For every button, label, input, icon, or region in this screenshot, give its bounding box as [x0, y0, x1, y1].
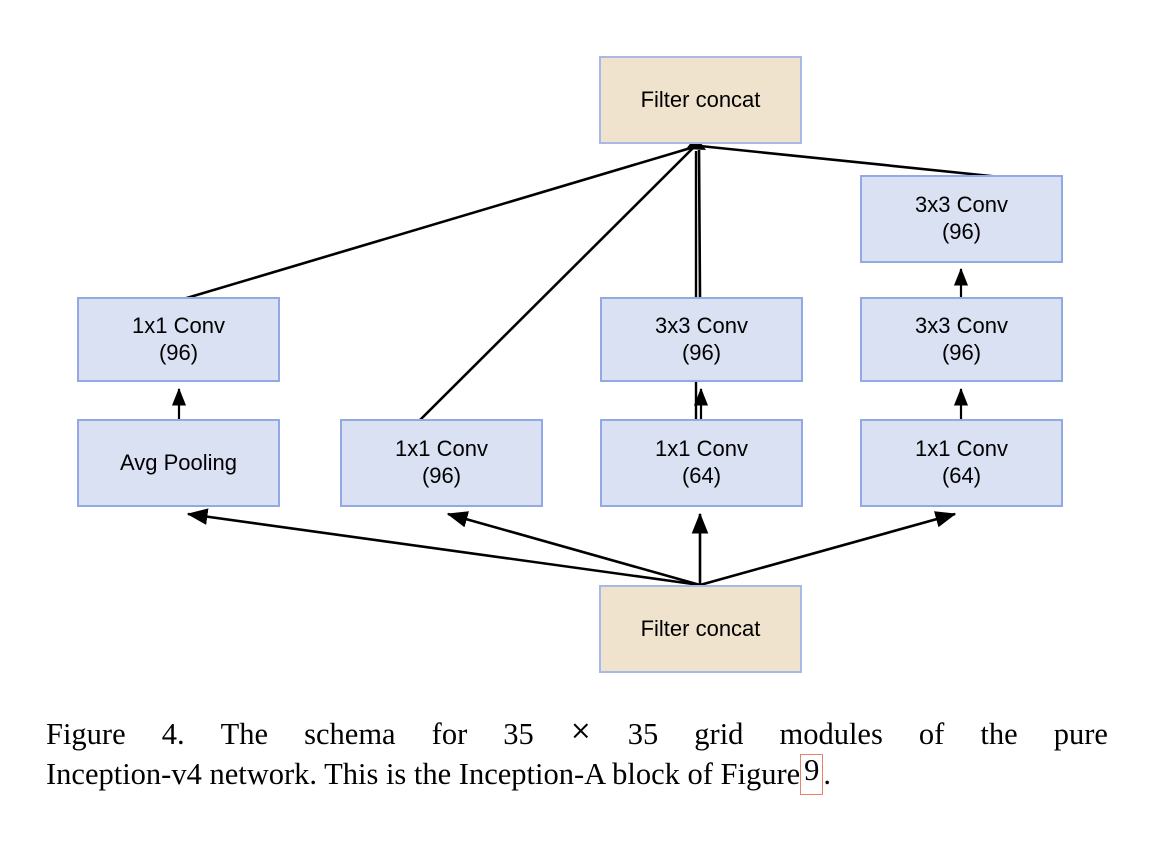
node-col4-1x1-conv-64[interactable]: 1x1 Conv (64) — [860, 419, 1063, 507]
node-left-1x1-conv-96[interactable]: 1x1 Conv (96) — [77, 297, 280, 382]
edge-group-top-fanin — [179, 136, 1011, 421]
edge-bottomconcat-to-avgpooling — [186, 508, 701, 587]
edge-bottomconcat-to-col4-1x1conv64 — [699, 511, 957, 587]
edge-col2-1x1conv96-diag-to-topconcat — [419, 147, 694, 421]
caption-word: modules — [779, 717, 883, 751]
node-label-op: 1x1 Conv — [395, 436, 488, 462]
caption-word: of — [918, 717, 945, 751]
caption-word: Figure — [46, 717, 126, 751]
node-label-op: 1x1 Conv — [655, 436, 748, 462]
node-label-channels: (64) — [681, 463, 722, 488]
node-avg-pooling[interactable]: Avg Pooling — [77, 419, 280, 507]
node-col3-1x1-conv-64[interactable]: 1x1 Conv (64) — [600, 419, 803, 507]
edge-right-3x3conv96-top-to-topconcat — [699, 144, 1011, 180]
node-label-op: 3x3 Conv — [915, 192, 1008, 218]
diagram-connections — [171, 136, 1011, 587]
node-col2-1x1-conv-96[interactable]: 1x1 Conv (96) — [340, 419, 543, 507]
node-label: Avg Pooling — [119, 449, 237, 475]
caption-word: The — [220, 717, 269, 751]
caption-word: 35 — [627, 717, 659, 751]
node-mid-3x3-conv-96[interactable]: 3x3 Conv (96) — [600, 297, 803, 382]
node-label: Filter concat — [640, 86, 761, 112]
node-label-op: 3x3 Conv — [915, 312, 1008, 338]
node-right-3x3-conv-96-top[interactable]: 3x3 Conv (96) — [860, 175, 1063, 263]
node-label-channels: (64) — [941, 463, 982, 488]
edge-group-bottom-fanout — [186, 508, 957, 587]
node-label-op: 3x3 Conv — [655, 312, 748, 338]
caption-word: 35 — [503, 717, 534, 751]
node-top-filter-concat[interactable]: Filter concat — [599, 56, 802, 144]
node-label-channels: (96) — [941, 339, 982, 365]
edge-mid-3x3conv96-to-topconcat — [697, 149, 702, 298]
caption-text: Inception-v4 network. This is the Incept… — [46, 757, 801, 792]
node-right-3x3-conv-96-mid[interactable]: 3x3 Conv (96) — [860, 297, 1063, 382]
caption-line-2: Inception-v4 network. This is the Incept… — [46, 754, 1118, 795]
node-label-channels: (96) — [421, 463, 462, 488]
caption-word: pure — [1053, 717, 1108, 751]
node-label-op: 1x1 Conv — [915, 436, 1008, 462]
caption-word: the — [980, 717, 1018, 751]
caption-word: schema — [304, 717, 396, 751]
caption-word: grid — [694, 717, 744, 751]
caption-times-symbol: × — [569, 716, 592, 746]
caption-word: 4. — [161, 717, 185, 751]
node-bottom-filter-concat[interactable]: Filter concat — [599, 585, 802, 673]
caption-word: for — [431, 717, 468, 751]
figure-reference-link[interactable]: 9 — [800, 754, 824, 795]
node-label: Filter concat — [640, 615, 761, 641]
caption-line-1: Figure 4. The schema for 35 × 35 grid mo… — [46, 714, 1108, 754]
node-label-channels: (96) — [941, 219, 982, 244]
edge-group-vertical — [171, 151, 969, 419]
caption-period: . — [823, 757, 832, 792]
node-label-op: 1x1 Conv — [132, 312, 225, 338]
node-label-channels: (96) — [158, 339, 199, 365]
edge-bottomconcat-to-col2-1x1conv96 — [446, 511, 701, 587]
edge-left-1x1conv96-to-topconcat — [179, 145, 695, 302]
node-label-channels: (96) — [681, 339, 722, 365]
figure-caption: Figure 4. The schema for 35 × 35 grid mo… — [46, 714, 1118, 795]
